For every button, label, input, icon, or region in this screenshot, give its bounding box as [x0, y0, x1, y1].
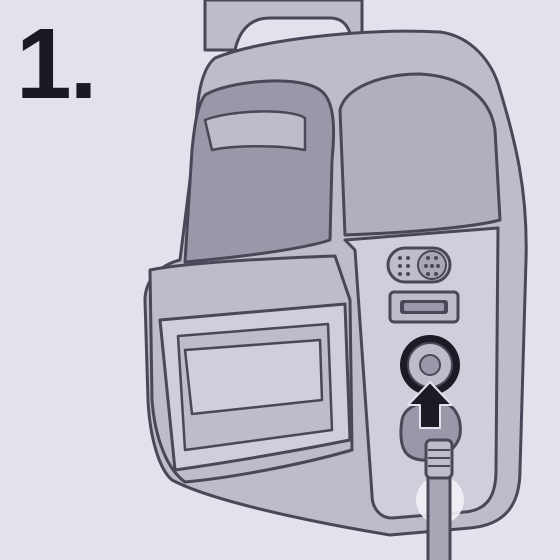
card-slot-icon [390, 292, 458, 322]
power-cable-icon [426, 440, 452, 560]
ecg-connector-icon [388, 248, 450, 282]
printer-door [160, 304, 350, 470]
handle-inner-ridge [205, 111, 305, 150]
step-number: 1. [16, 14, 95, 114]
right-upper-block [340, 74, 500, 235]
handle-opening [185, 81, 334, 262]
